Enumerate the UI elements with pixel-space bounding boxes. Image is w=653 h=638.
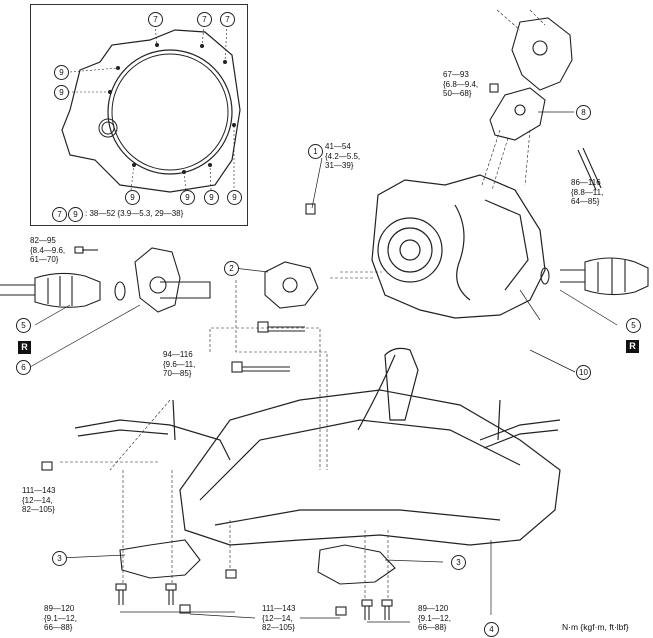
hidden-lines — [60, 271, 389, 600]
torque-label-plate-center: 111—143 {12—14, 82—105} — [262, 604, 296, 632]
part-callout-5-right: 5 — [626, 318, 641, 333]
torque-label-nut-left: 111—143 {12—14, 82—105} — [22, 486, 56, 514]
inset-detail-frame — [30, 4, 248, 226]
callout-7-c: 7 — [220, 12, 235, 27]
actuator-drawing — [264, 261, 319, 309]
torque-label-mount-bolt: 86—116 {8.8—11, 64—85} — [571, 178, 604, 206]
callout-7-b: 7 — [197, 12, 212, 27]
transaxle-body-drawing — [371, 174, 546, 319]
callout-9-d: 9 — [180, 190, 195, 205]
torque-label-support: 82—95 {8.4—9.6, 61—70} — [30, 236, 66, 264]
callout-9-a: 9 — [54, 65, 69, 80]
callout-9-c: 9 — [125, 190, 140, 205]
part-callout-8: 8 — [576, 105, 591, 120]
units-note: N·m {kgf·m, ft·lbf} — [562, 622, 629, 632]
part-callout-4: 4 — [484, 622, 499, 637]
crossmember-drawing — [74, 347, 561, 546]
torque-label-plate-right: 89—120 {9.1—12, 66—88} — [418, 604, 451, 632]
leader-lines — [29, 111, 618, 623]
callout-7-a: 7 — [148, 12, 163, 27]
part-callout-3-left: 3 — [52, 551, 67, 566]
callout-9-b: 9 — [54, 85, 69, 100]
callout-9-e: 9 — [204, 190, 219, 205]
transaxle-mount-drawing — [481, 9, 602, 191]
bearing-support-drawing — [74, 246, 181, 313]
torque-label-plate-left: 89—120 {9.1—12, 66—88} — [44, 604, 77, 632]
part-callout-2: 2 — [224, 261, 239, 276]
torque-label-mount-nut: 67—93 {6.8—9.4, 50—68} — [443, 70, 479, 98]
transaxle-flange-inset — [61, 24, 241, 193]
part-callout-6: 6 — [16, 360, 31, 375]
plates-drawing — [119, 539, 396, 585]
part-callout-10: 10 — [576, 365, 591, 380]
bolts-drawing — [41, 203, 393, 620]
replace-badge-right: R — [626, 340, 639, 353]
callout-9-f: 9 — [227, 190, 242, 205]
inset-legend-torque: : 38—52 {3.9—5.3, 29—38} — [85, 209, 184, 218]
replace-badge-left: R — [18, 341, 31, 354]
left-drive-shaft-drawing — [0, 272, 211, 308]
right-drive-shaft-drawing — [540, 257, 649, 296]
part-callout-3-right: 3 — [451, 555, 466, 570]
inset-legend-callout-9: 9 — [68, 207, 83, 222]
part-callout-5-left: 5 — [16, 318, 31, 333]
inset-legend-callout-7: 7 — [52, 207, 67, 222]
torque-label-long-bolt: 94—116 {9.6—11, 70—85} — [163, 350, 196, 378]
torque-label-1: 41—54 {4.2—5.5, 31—39} — [325, 142, 361, 170]
part-callout-1: 1 — [308, 144, 323, 159]
